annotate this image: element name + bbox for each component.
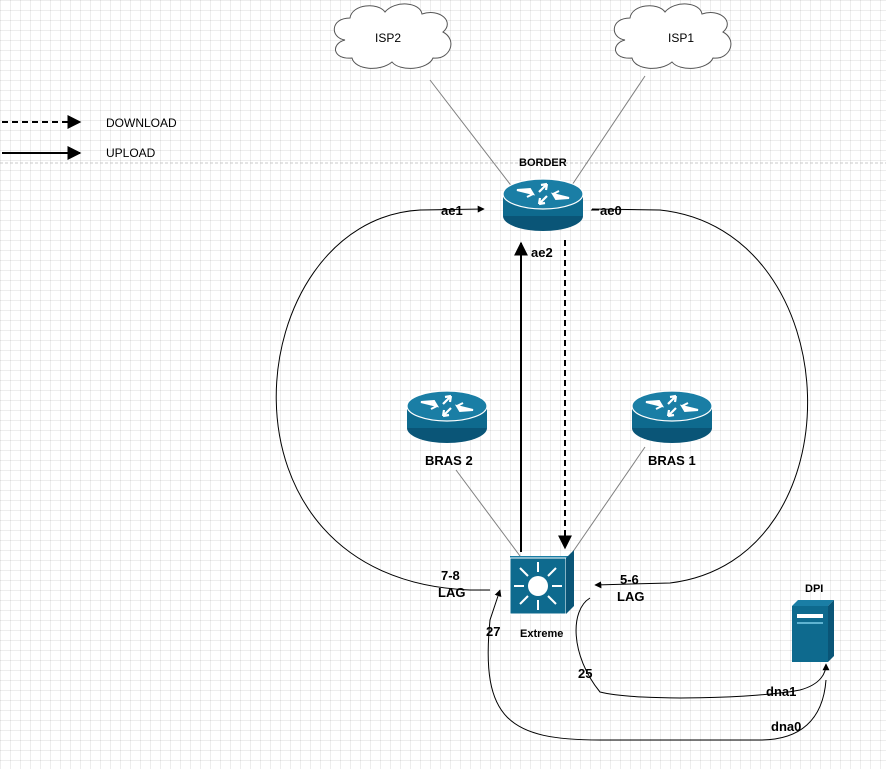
cloud-icon bbox=[333, 3, 452, 69]
router-bras1-label: BRAS 1 bbox=[648, 453, 696, 468]
link-bras1-extreme bbox=[569, 446, 646, 557]
thick-links bbox=[275, 205, 830, 741]
server-dpi-label: DPI bbox=[805, 583, 823, 595]
server-dpi[interactable]: DPI bbox=[792, 583, 834, 662]
port-dna0: dna0 bbox=[771, 719, 801, 734]
cloud-isp2[interactable]: ISP2 bbox=[333, 3, 452, 69]
port-25: 25 bbox=[578, 666, 592, 681]
port-dna1: dna1 bbox=[766, 684, 796, 699]
port-labels: ae1 ae0 ae2 7-8 LAG 5-6 LAG 27 25 dna1 d… bbox=[438, 203, 801, 734]
router-bras1[interactable]: BRAS 1 bbox=[630, 389, 714, 468]
thin-links bbox=[429, 75, 646, 557]
switch-extreme-label: Extreme bbox=[520, 628, 563, 640]
link-isp1-border bbox=[569, 75, 646, 189]
router-border[interactable]: BORDER bbox=[501, 157, 585, 233]
port-lag-right-num: 5-6 bbox=[620, 572, 639, 587]
link-ae0-lag56 bbox=[591, 208, 809, 589]
router-border-label: BORDER bbox=[519, 157, 567, 169]
cloud-icon bbox=[613, 3, 732, 69]
router-icon bbox=[405, 389, 489, 445]
link-bras2-extreme bbox=[455, 469, 521, 557]
legend-upload-label: UPLOAD bbox=[106, 146, 156, 160]
cloud-isp1[interactable]: ISP1 bbox=[613, 3, 732, 69]
legend: DOWNLOAD UPLOAD bbox=[2, 115, 177, 160]
link-dna0-27 bbox=[487, 589, 827, 741]
cloud-isp2-label: ISP2 bbox=[375, 31, 401, 45]
port-ae0: ae0 bbox=[600, 203, 622, 218]
link-isp2-border bbox=[429, 79, 514, 189]
router-icon bbox=[501, 177, 585, 233]
link-25-dna1 bbox=[575, 597, 830, 699]
router-icon bbox=[630, 389, 714, 445]
cloud-isp1-label: ISP1 bbox=[668, 31, 694, 45]
port-ae2: ae2 bbox=[531, 245, 553, 260]
port-lag-left: LAG bbox=[438, 585, 465, 600]
router-bras2-label: BRAS 2 bbox=[425, 453, 473, 468]
switch-side bbox=[566, 550, 574, 614]
port-27: 27 bbox=[486, 624, 500, 639]
legend-download-label: DOWNLOAD bbox=[106, 116, 177, 130]
switch-extreme[interactable]: Extreme bbox=[509, 550, 574, 640]
router-bras2[interactable]: BRAS 2 bbox=[405, 389, 489, 468]
port-ae1: ae1 bbox=[441, 203, 463, 218]
port-lag-left-num: 7-8 bbox=[441, 568, 460, 583]
port-lag-right: LAG bbox=[617, 589, 644, 604]
